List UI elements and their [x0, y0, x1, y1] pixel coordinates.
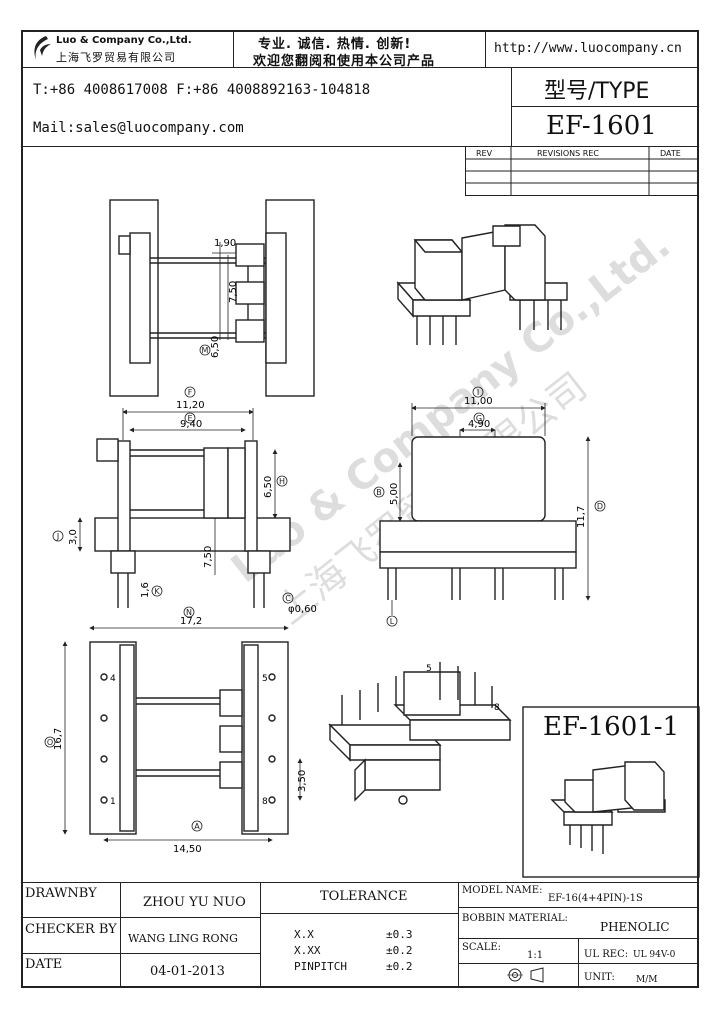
bobbin-value: PHENOLIC: [600, 920, 670, 934]
drawnby-label: DRAWNBY: [25, 886, 97, 901]
isometric-view-bottom: [328, 662, 512, 805]
dim-side-4-90: 4,90: [468, 419, 490, 430]
company-logo-icon: [30, 34, 51, 62]
tol-value: ±0.2: [386, 944, 413, 957]
marker-m: M: [202, 346, 209, 355]
checker-label: CHECKER BY: [25, 922, 117, 937]
marker-n: N: [186, 608, 192, 617]
dim-side-5-00: 5,00: [389, 483, 400, 505]
isometric-view-top: [396, 224, 568, 345]
dim-top-7-50: 7,50: [228, 281, 239, 303]
dim-bottom-16-7: 16,7: [53, 728, 64, 750]
dim-top-1-90: 1,90: [214, 238, 236, 249]
date-value: 04-01-2013: [150, 964, 225, 979]
dim-front-6-50: 6,50: [263, 476, 274, 498]
projection-symbol-icon: [505, 966, 549, 984]
marker-d: D: [597, 502, 603, 511]
checker-value: WANG LING RONG: [128, 932, 238, 945]
marker-e: E: [187, 414, 192, 423]
pin-label: 5: [262, 674, 268, 684]
rec-col-header: REVISIONS REC: [537, 149, 599, 158]
marker-j: J: [56, 532, 59, 541]
variant-label: EF-1601-1: [543, 712, 680, 742]
marker-i: I: [477, 388, 479, 397]
model-number: EF-1601: [546, 111, 657, 141]
marker-c: C: [285, 594, 291, 603]
bottom-view: [89, 641, 289, 835]
tol-value: ±0.3: [386, 928, 413, 941]
tol-key: X.XX: [294, 944, 321, 957]
date-col-header: DATE: [660, 149, 681, 158]
company-name: Luo & Company Co.,Ltd.: [56, 35, 192, 46]
pin-label: 4: [110, 674, 116, 684]
dim-front-3-0: 3,0: [68, 529, 79, 545]
pin-label: 5: [426, 664, 432, 674]
side-view: [379, 430, 577, 600]
scale-label: SCALE:: [462, 942, 502, 953]
dim-front-pin-dia: φ0,60: [288, 604, 317, 615]
company-name-cn: 上海飞罗贸易有限公司: [56, 51, 176, 64]
dim-side-11-00: 11,00: [464, 396, 493, 407]
top-view: [109, 199, 315, 397]
dim-top-6-50: 6,50: [210, 336, 221, 358]
marker-k: K: [154, 587, 160, 596]
bobbin-label: BOBBIN MATERIAL:: [462, 913, 568, 924]
date-label: DATE: [25, 957, 63, 972]
phone-fax: T:+86 4008617008 F:+86 4008892163-104818: [33, 82, 371, 98]
model-name-value: EF-16(4+4PIN)-1S: [548, 893, 643, 904]
tolerance-label: TOLERANCE: [320, 889, 408, 904]
tol-value: ±0.2: [386, 960, 413, 973]
rev-col-header: REV: [476, 149, 493, 158]
pin-label: 8: [262, 797, 268, 807]
marker-h: H: [279, 477, 285, 486]
drawing-frame: [21, 30, 699, 988]
dim-side-11-7: 11,7: [576, 506, 587, 528]
marker-o: O: [47, 738, 53, 747]
ul-value: UL 94V-0: [633, 950, 676, 960]
slogan-line2: 欢迎您翻阅和使用本公司产品: [253, 54, 436, 69]
header-divider: [21, 67, 699, 68]
dim-front-11-20: 11,20: [176, 400, 205, 411]
marker-g: G: [476, 414, 482, 423]
slogan-line1: 专业. 诚信. 热情. 创新!: [258, 37, 412, 52]
marker-f: F: [188, 388, 193, 397]
marker-b: B: [376, 488, 382, 497]
tol-key: X.X: [294, 928, 314, 941]
unit-label: UNIT:: [584, 972, 615, 983]
front-view: [94, 438, 291, 608]
pin-label: 1: [110, 797, 116, 807]
dim-front-1-6: 1,6: [140, 582, 151, 598]
dim-bottom-14-50: 14,50: [173, 844, 202, 855]
dim-front-7-50: 7,50: [203, 546, 214, 568]
marker-l: L: [390, 617, 395, 626]
model-name-label: MODEL NAME:: [462, 885, 543, 896]
website-link[interactable]: http://www.luocompany.cn: [494, 41, 682, 56]
email-link[interactable]: Mail:sales@luocompany.com: [33, 120, 244, 136]
dim-bottom-17-2: 17,2: [180, 616, 202, 627]
type-label: 型号/TYPE: [544, 79, 650, 104]
marker-a: A: [194, 822, 200, 831]
ul-label: UL REC:: [584, 949, 629, 960]
tol-key: PINPITCH: [294, 960, 347, 973]
scale-value: 1:1: [527, 950, 544, 961]
variant-isometric-view: [522, 706, 700, 878]
dim-bottom-3-50: 3,50: [297, 770, 308, 792]
unit-value: M/M: [636, 975, 658, 985]
pin-label: 8: [494, 703, 500, 713]
revision-table: [465, 146, 699, 196]
drawnby-value: ZHOU YU NUO: [143, 895, 246, 910]
dim-front-9-40: 9,40: [180, 419, 202, 430]
